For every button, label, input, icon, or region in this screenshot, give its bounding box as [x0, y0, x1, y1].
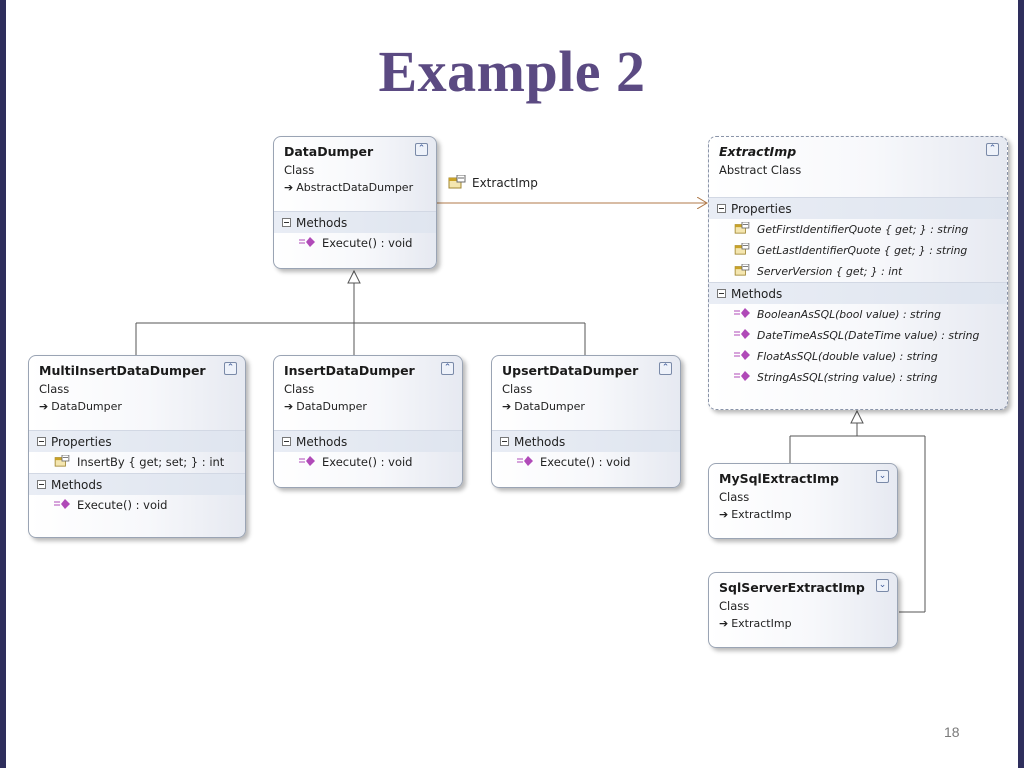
section-properties[interactable]: Properties	[709, 197, 1007, 219]
class-name: UpsertDataDumper	[502, 363, 639, 378]
class-parent: ➔DataDumper	[502, 400, 585, 413]
method-icon	[54, 499, 70, 509]
page-number: 18	[944, 724, 960, 740]
method-row[interactable]: Execute() : void	[492, 452, 680, 473]
class-kind: Class	[719, 490, 750, 504]
property-row[interactable]: GetLastIdentifierQuote { get; } : string	[709, 240, 1007, 261]
inheritance-lines-datadumper	[135, 283, 586, 356]
section-methods[interactable]: Methods	[29, 473, 245, 495]
expand-toggle-icon[interactable]: ⌄	[876, 470, 889, 483]
inheritance-triangle-extractimp	[850, 409, 864, 424]
collapse-section-icon	[500, 437, 509, 446]
class-parent: ➔ExtractImp	[719, 508, 792, 521]
section-methods[interactable]: Methods	[709, 282, 1007, 304]
class-kind: Abstract Class	[719, 163, 802, 177]
method-icon	[517, 456, 533, 466]
association-name: ExtractImp	[472, 176, 538, 190]
inherits-arrow-icon: ➔	[502, 400, 512, 413]
collapse-section-icon	[282, 218, 291, 227]
class-extractimp[interactable]: ExtractImp Abstract Class ⌃ Properties G…	[708, 136, 1008, 410]
method-row[interactable]: StringAsSQL(string value) : string	[709, 367, 1007, 388]
method-icon	[734, 308, 750, 318]
class-name: DataDumper	[284, 144, 374, 159]
class-kind: Class	[39, 382, 70, 396]
slide-title: Example 2	[378, 39, 646, 104]
collapse-section-icon	[37, 480, 46, 489]
inherits-arrow-icon: ➔	[284, 181, 294, 194]
class-name: InsertDataDumper	[284, 363, 415, 378]
class-parent: ➔DataDumper	[39, 400, 122, 413]
property-icon	[448, 175, 466, 189]
class-name: ExtractImp	[719, 144, 797, 159]
section-methods[interactable]: Methods	[492, 430, 680, 452]
inherits-arrow-icon: ➔	[719, 617, 729, 630]
slide-left-border	[0, 0, 6, 768]
class-kind: Class	[719, 599, 750, 613]
property-icon	[734, 264, 750, 276]
class-parent: ➔DataDumper	[284, 400, 367, 413]
class-kind: Class	[502, 382, 533, 396]
class-upsertdatadumper[interactable]: UpsertDataDumper Class ➔DataDumper ⌃ Met…	[491, 355, 681, 488]
inherits-arrow-icon: ➔	[719, 508, 729, 521]
class-datadumper[interactable]: DataDumper Class ➔AbstractDataDumper ⌃ M…	[273, 136, 437, 269]
method-icon	[734, 350, 750, 360]
inherits-arrow-icon: ➔	[39, 400, 49, 413]
property-row[interactable]: InsertBy { get; set; } : int	[29, 452, 245, 473]
class-name: MultiInsertDataDumper	[39, 363, 206, 378]
class-parent: ➔AbstractDataDumper	[284, 181, 414, 194]
expand-toggle-icon[interactable]: ⌄	[876, 579, 889, 592]
collapse-section-icon	[37, 437, 46, 446]
method-row[interactable]: DateTimeAsSQL(DateTime value) : string	[709, 325, 1007, 346]
property-row[interactable]: GetFirstIdentifierQuote { get; } : strin…	[709, 219, 1007, 240]
method-icon	[299, 456, 315, 466]
property-icon	[54, 455, 70, 467]
method-icon	[734, 371, 750, 381]
class-name: SqlServerExtractImp	[719, 580, 865, 595]
slide-right-border	[1018, 0, 1024, 768]
class-mysqlextractimp[interactable]: MySqlExtractImp Class ➔ExtractImp ⌄	[708, 463, 898, 539]
class-multiinsertdatadumper[interactable]: MultiInsertDataDumper Class ➔DataDumper …	[28, 355, 246, 538]
method-row[interactable]: Execute() : void	[274, 233, 436, 254]
class-name: MySqlExtractImp	[719, 471, 840, 486]
section-methods[interactable]: Methods	[274, 211, 436, 233]
association-label: ExtractImp	[448, 173, 538, 193]
class-kind: Class	[284, 382, 315, 396]
class-sqlserverextractimp[interactable]: SqlServerExtractImp Class ➔ExtractImp ⌄	[708, 572, 898, 648]
method-row[interactable]: FloatAsSQL(double value) : string	[709, 346, 1007, 367]
inheritance-triangle-datadumper	[347, 269, 361, 284]
class-insertdatadumper[interactable]: InsertDataDumper Class ➔DataDumper ⌃ Met…	[273, 355, 463, 488]
property-icon	[734, 243, 750, 255]
method-icon	[734, 329, 750, 339]
method-row[interactable]: BooleanAsSQL(bool value) : string	[709, 304, 1007, 325]
collapse-section-icon	[717, 289, 726, 298]
collapse-toggle-icon[interactable]: ⌃	[659, 362, 672, 375]
method-row[interactable]: Execute() : void	[29, 495, 245, 516]
collapse-section-icon	[282, 437, 291, 446]
collapse-toggle-icon[interactable]: ⌃	[986, 143, 999, 156]
collapse-toggle-icon[interactable]: ⌃	[415, 143, 428, 156]
method-icon	[299, 237, 315, 247]
class-kind: Class	[284, 163, 315, 177]
property-row[interactable]: ServerVersion { get; } : int	[709, 261, 1007, 282]
class-parent: ➔ExtractImp	[719, 617, 792, 630]
section-properties[interactable]: Properties	[29, 430, 245, 452]
collapse-section-icon	[717, 204, 726, 213]
collapse-toggle-icon[interactable]: ⌃	[441, 362, 454, 375]
section-methods[interactable]: Methods	[274, 430, 462, 452]
inheritance-lines-extractimp	[789, 423, 926, 613]
property-icon	[734, 222, 750, 234]
collapse-toggle-icon[interactable]: ⌃	[224, 362, 237, 375]
method-row[interactable]: Execute() : void	[274, 452, 462, 473]
inherits-arrow-icon: ➔	[284, 400, 294, 413]
